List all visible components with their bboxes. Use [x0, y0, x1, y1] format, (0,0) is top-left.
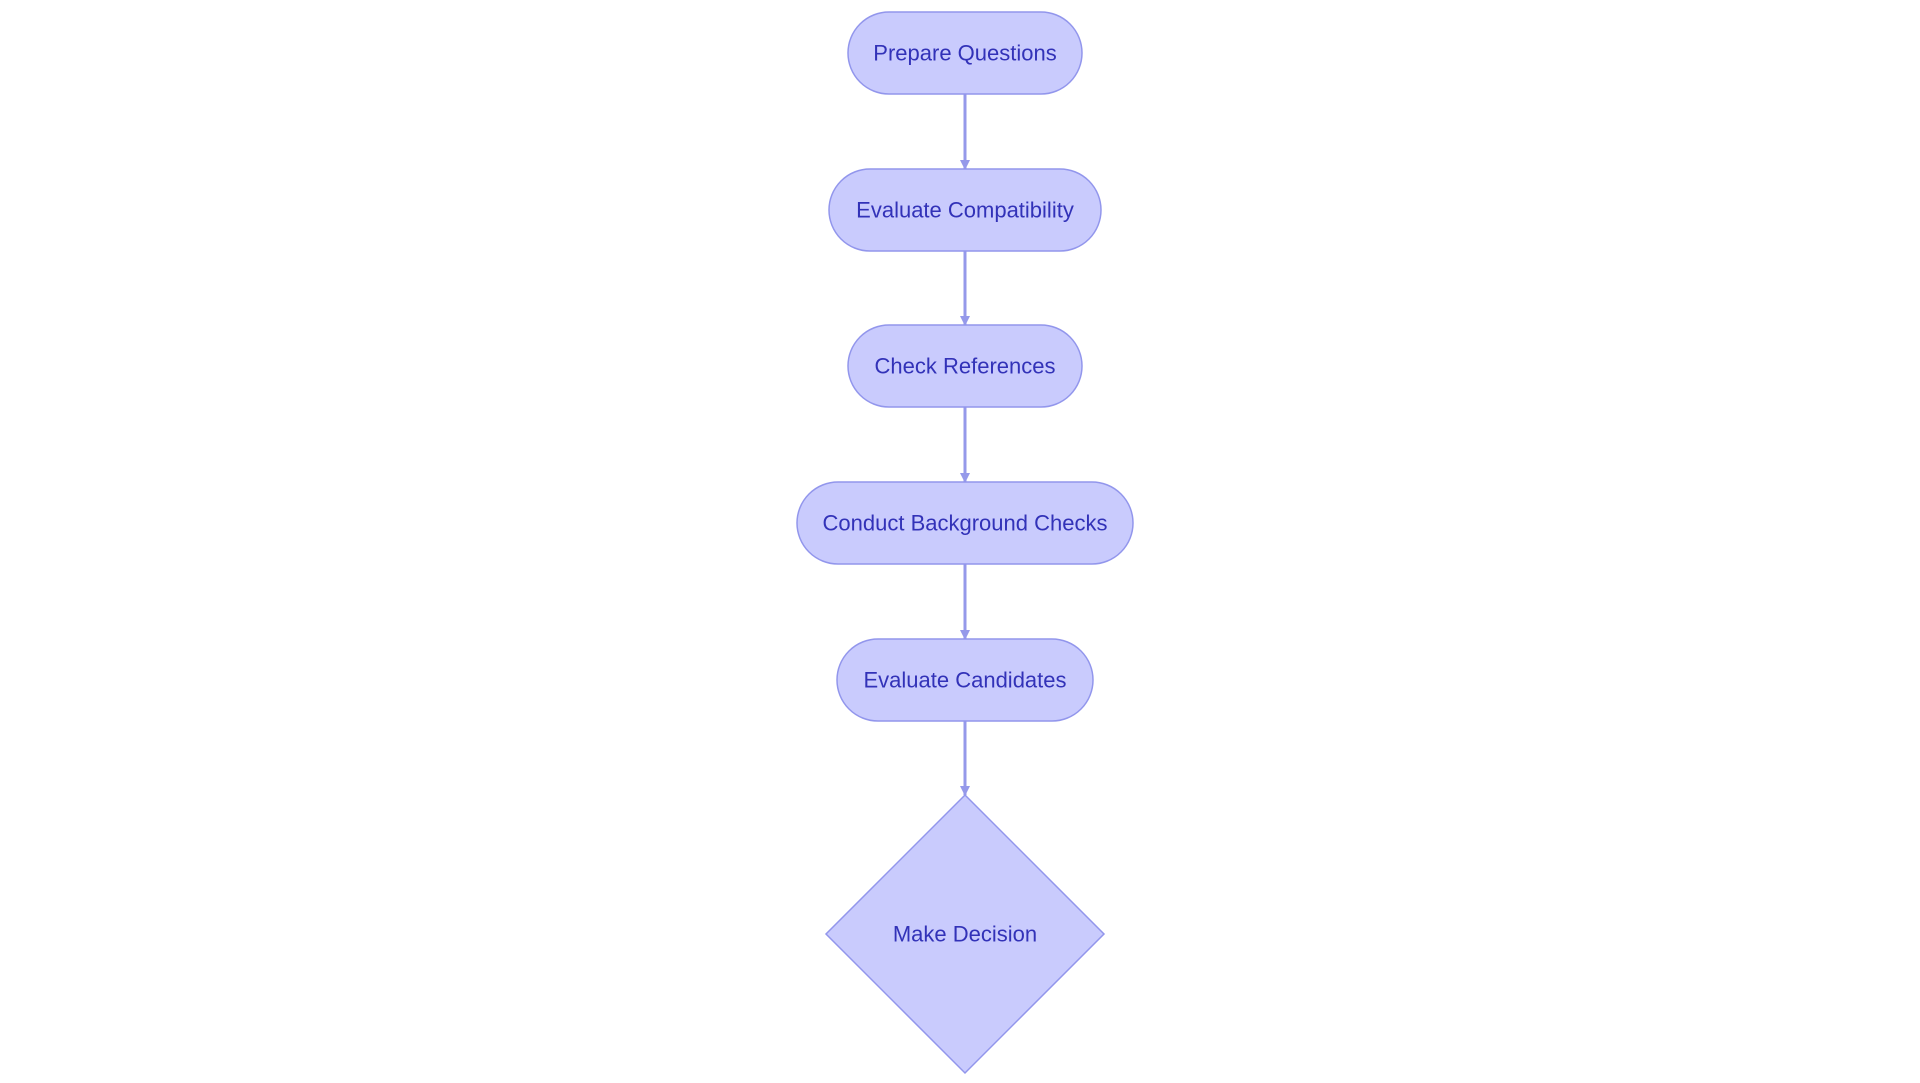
node-make-decision: Make Decision	[824, 793, 1106, 1075]
node-label: Evaluate Compatibility	[856, 198, 1074, 223]
process-node-shape	[847, 324, 1083, 408]
process-node-shape	[836, 638, 1094, 722]
node-conduct-background-checks: Conduct Background Checks	[796, 481, 1134, 565]
node-evaluate-candidates: Evaluate Candidates	[836, 638, 1094, 722]
decision-diamond	[824, 793, 1106, 1075]
node-evaluate-compatibility: Evaluate Compatibility	[828, 168, 1102, 252]
process-node-shape	[828, 168, 1102, 252]
process-node-shape	[847, 11, 1083, 95]
node-label: Conduct Background Checks	[823, 511, 1108, 536]
node-label: Make Decision	[893, 922, 1037, 947]
node-label: Prepare Questions	[873, 41, 1056, 66]
node-label: Check References	[875, 354, 1056, 379]
node-check-references: Check References	[847, 324, 1083, 408]
node-prepare-questions: Prepare Questions	[847, 11, 1083, 95]
node-label: Evaluate Candidates	[863, 668, 1066, 693]
process-node-shape	[796, 481, 1134, 565]
